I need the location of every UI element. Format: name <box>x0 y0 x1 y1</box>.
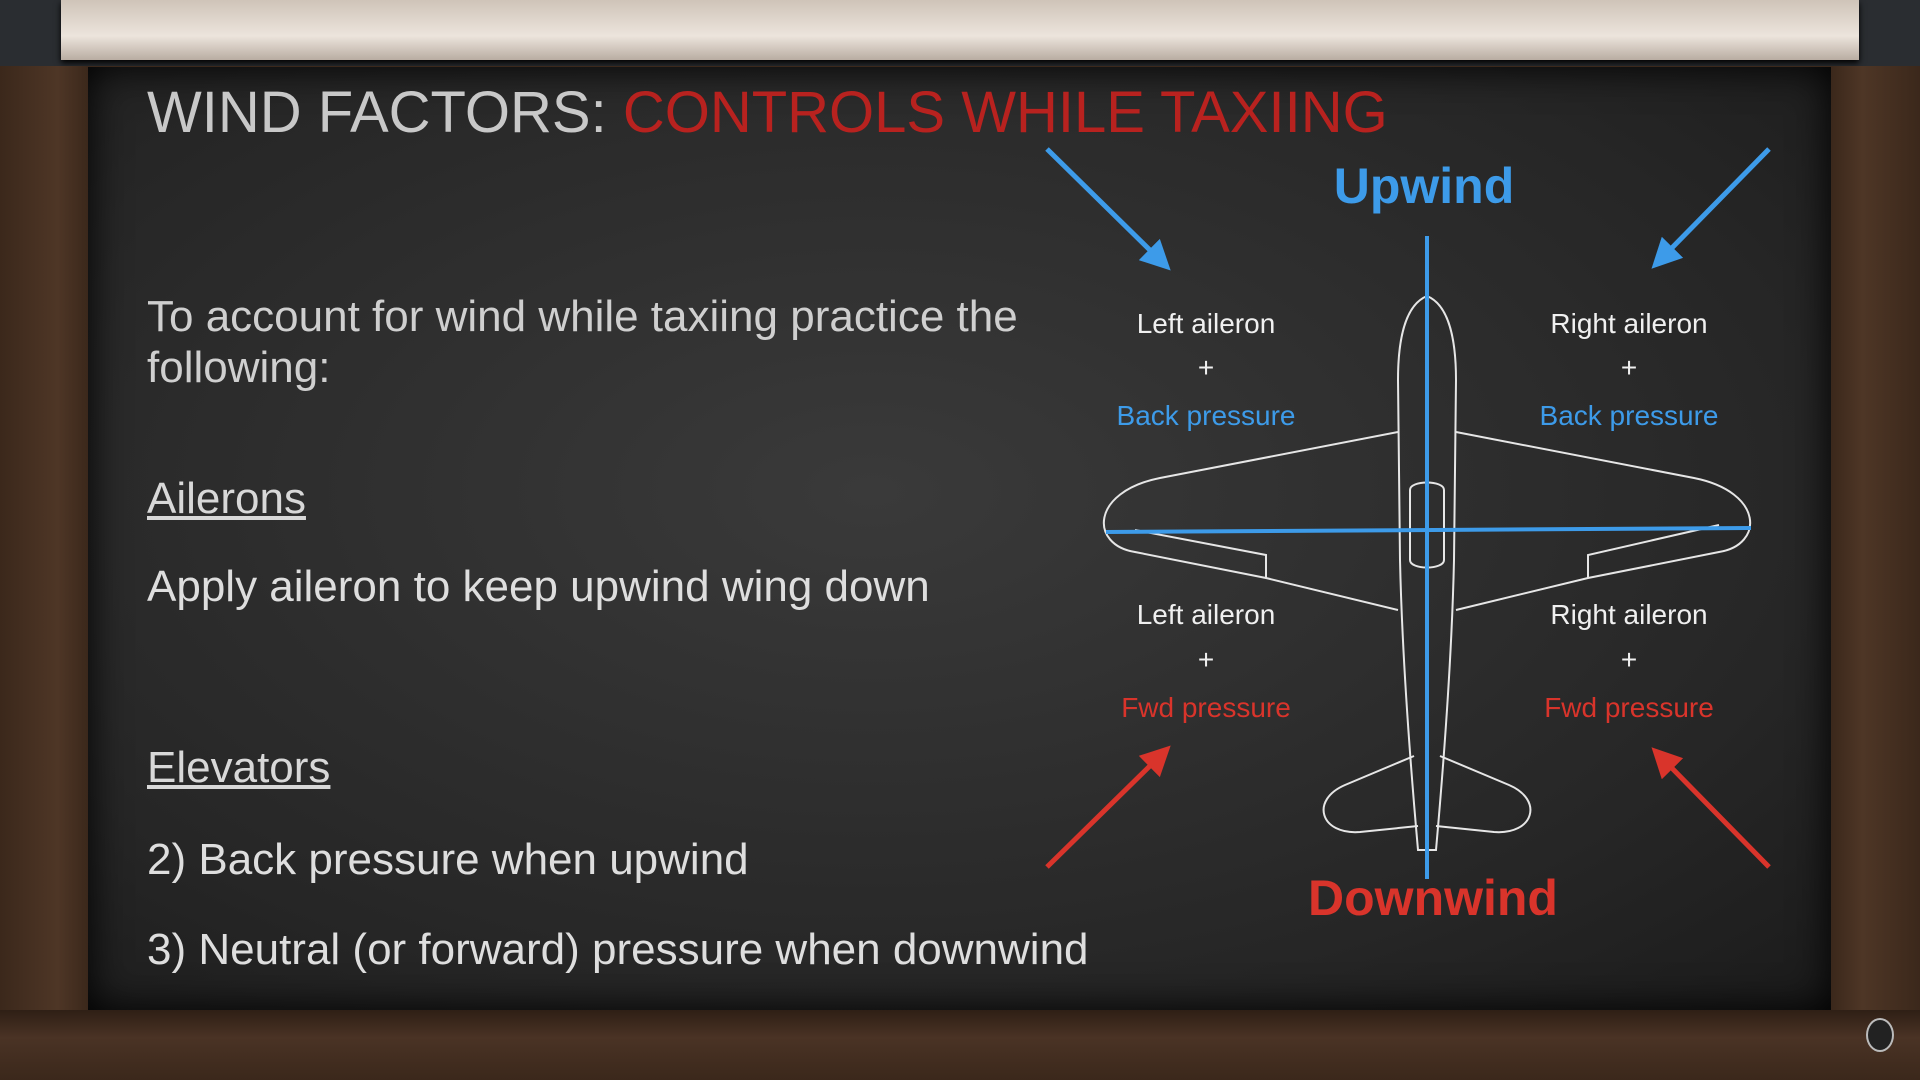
title-prefix: WIND FACTORS: <box>147 80 607 145</box>
downwind-label: Downwind <box>1308 870 1558 926</box>
arrow-upwind-right-icon <box>1651 147 1771 269</box>
tl-aileron: Left aileron <box>1136 308 1276 339</box>
arrow-upwind-left-icon <box>1045 147 1171 271</box>
bl-aileron: Left aileron <box>1136 599 1276 630</box>
bl-pressure: Fwd pressure <box>1121 692 1291 723</box>
crest-logo-icon <box>1866 1018 1894 1052</box>
elevators-heading: Elevators <box>147 743 331 792</box>
tr-pressure: Back pressure <box>1539 400 1719 431</box>
br-pressure: Fwd pressure <box>1544 692 1714 723</box>
elevators-line-2: 2) Back pressure when upwind <box>147 835 749 884</box>
tl-plus: + <box>1197 352 1215 383</box>
arrow-downwind-right-icon <box>1651 747 1771 869</box>
airplane-outline <box>1102 294 1752 851</box>
chalkboard-roller <box>61 0 1859 60</box>
lateral-axis-line <box>1105 526 1752 534</box>
ailerons-heading: Ailerons <box>147 474 306 523</box>
tr-aileron: Right aileron <box>1550 308 1708 339</box>
slide-title: WIND FACTORS: CONTROLS WHILE TAXIING <box>147 84 1388 142</box>
elevators-line-3: 3) Neutral (or forward) pressure when do… <box>147 925 1089 974</box>
tl-pressure: Back pressure <box>1116 400 1296 431</box>
tr-plus: + <box>1620 352 1638 383</box>
title-highlight: CONTROLS WHILE TAXIING <box>622 80 1388 145</box>
wood-frame-bottom <box>0 1010 1920 1080</box>
ailerons-line: Apply aileron to keep upwind wing down <box>147 562 930 611</box>
intro-text: To account for wind while taxiing practi… <box>147 292 1018 392</box>
upwind-label: Upwind <box>1333 158 1515 214</box>
bl-plus: + <box>1197 644 1215 675</box>
arrow-downwind-left-icon <box>1045 745 1171 869</box>
br-plus: + <box>1620 644 1638 675</box>
br-aileron: Right aileron <box>1550 599 1708 630</box>
chalkboard <box>88 67 1831 1010</box>
